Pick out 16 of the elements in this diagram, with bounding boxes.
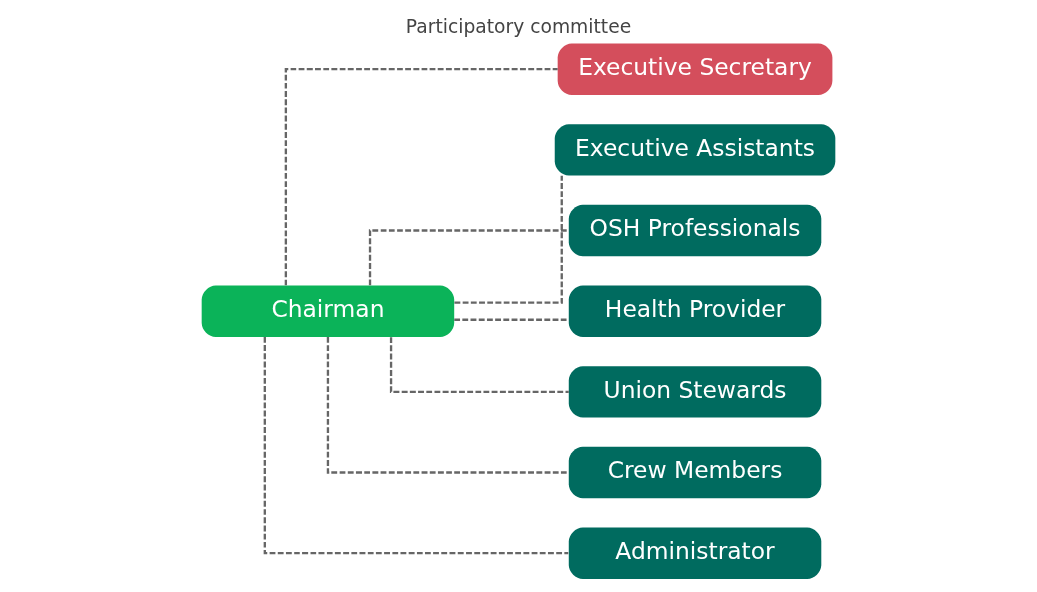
connector [454, 175, 563, 304]
node-box: Crew Members [568, 446, 822, 499]
node-box: OSH Professionals [568, 204, 822, 257]
node-box: Administrator [568, 527, 822, 579]
node-box: Executive Assistants [554, 124, 836, 176]
node-box: Union Stewards [568, 366, 822, 418]
connector [263, 337, 569, 555]
diagram-title: Participatory committee [405, 15, 632, 37]
connector [326, 337, 569, 474]
connector [284, 68, 558, 286]
connector [368, 229, 569, 286]
node-box: Chairman [201, 285, 455, 337]
connector [454, 318, 569, 321]
node-box: Health Provider [568, 285, 822, 337]
node-box: Executive Secretary [557, 43, 833, 95]
connector [389, 337, 569, 394]
